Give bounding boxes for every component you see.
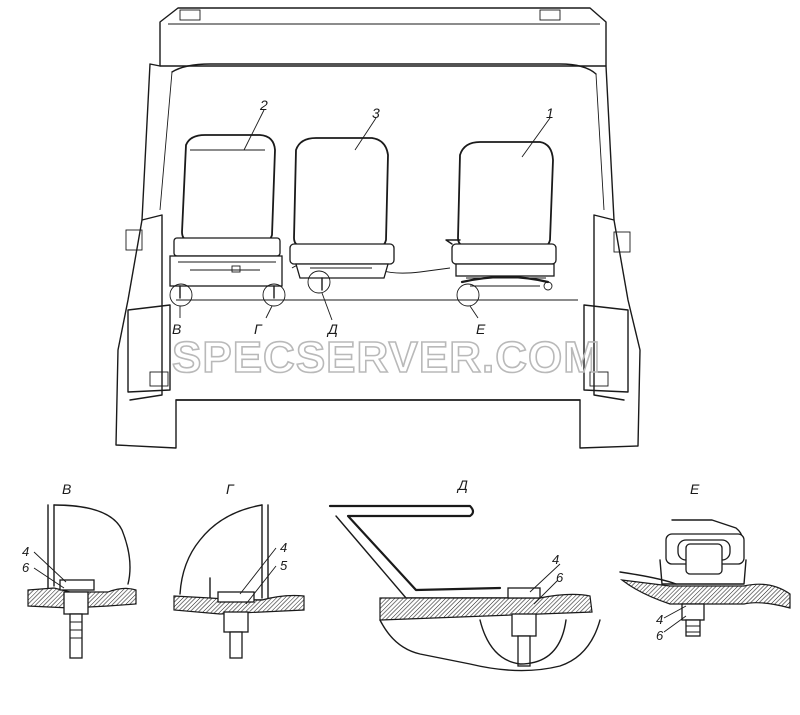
detail-d-label-4: 4: [552, 552, 559, 567]
leader-seat-2: [243, 109, 265, 151]
detail-e-title: Е: [690, 481, 700, 497]
label-view-g: Г: [254, 321, 263, 337]
label-view-v: В: [172, 321, 181, 337]
detail-d-label-6: 6: [556, 570, 564, 585]
detail-e-label-6: 6: [656, 628, 664, 643]
label-seat-1: 1: [546, 105, 554, 121]
detail-v: В 4 6: [22, 481, 137, 659]
detail-e: Е 4 6: [619, 481, 791, 643]
label-seat-3: 3: [372, 105, 380, 121]
watermark: SPECSERVER.COM: [172, 333, 601, 382]
label-view-e: Е: [476, 321, 486, 337]
leader-seat-3: [354, 117, 377, 151]
view-circle-e: [456, 283, 480, 307]
detail-d-title: Д: [456, 477, 468, 493]
seat-1: [445, 141, 557, 291]
detail-d: Д 4 6: [328, 477, 601, 672]
detail-g: Г 4 5: [173, 481, 305, 659]
view-circle-v: [169, 283, 193, 307]
detail-g-title: Г: [226, 481, 235, 497]
detail-v-title: В: [62, 481, 71, 497]
detail-v-label-6: 6: [22, 560, 30, 575]
label-seat-2: 2: [259, 97, 268, 113]
detail-v-label-4: 4: [22, 544, 29, 559]
view-circle-d: [307, 270, 331, 294]
detail-g-label-4: 4: [280, 540, 287, 555]
label-view-d: Д: [326, 321, 338, 337]
detail-g-label-5: 5: [280, 558, 288, 573]
seat-3: [289, 137, 395, 291]
leader-seat-1: [521, 117, 551, 158]
detail-e-label-4: 4: [656, 612, 663, 627]
view-circle-g: [262, 283, 286, 307]
seat-2: [169, 134, 283, 299]
cab-body: [115, 7, 641, 449]
